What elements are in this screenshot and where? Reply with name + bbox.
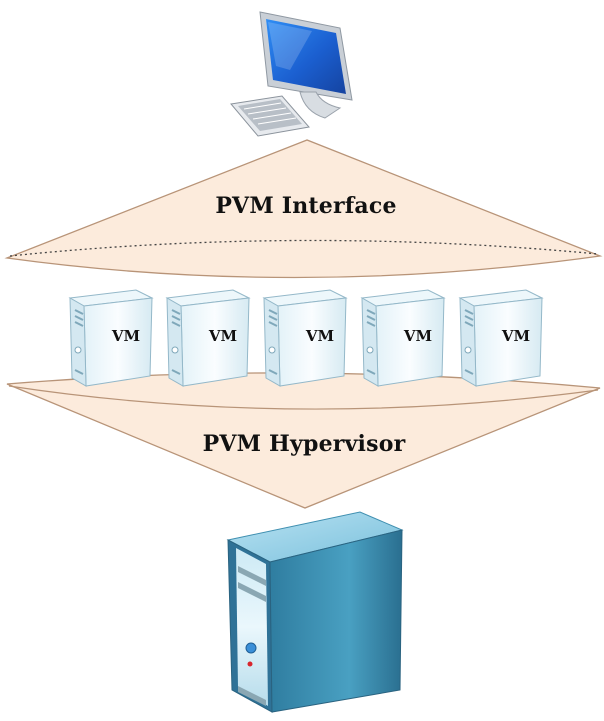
interface-layer bbox=[4, 139, 603, 279]
interface-layer-shape bbox=[4, 139, 603, 279]
desktop-computer-icon bbox=[230, 11, 353, 137]
interface-layer-dotted-edge bbox=[9, 239, 599, 257]
vm-server-icon bbox=[262, 289, 348, 387]
interface-layer-label: PVM Interface bbox=[215, 193, 397, 219]
vm-label: VM bbox=[305, 327, 335, 345]
hypervisor-layer-front-edge bbox=[8, 385, 599, 410]
vm-server-icon bbox=[68, 289, 154, 387]
vm-label: VM bbox=[111, 327, 141, 345]
vm-label: VM bbox=[403, 327, 433, 345]
physical-server-icon bbox=[226, 511, 404, 713]
vm-server-icon bbox=[360, 289, 446, 387]
vm-server-icon bbox=[165, 289, 251, 387]
hypervisor-layer-label: PVM Hypervisor bbox=[202, 431, 406, 457]
vm-label: VM bbox=[208, 327, 238, 345]
vm-server-icon bbox=[458, 289, 544, 387]
vm-row bbox=[68, 289, 544, 387]
vm-label: VM bbox=[501, 327, 531, 345]
